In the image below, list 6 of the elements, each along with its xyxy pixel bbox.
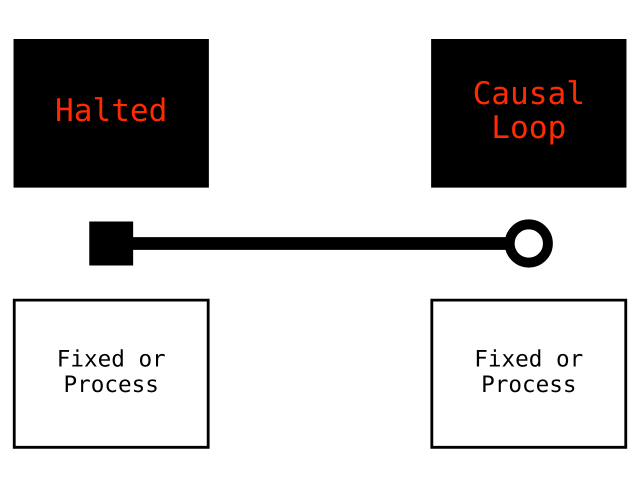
node-box: Halted (14, 38, 209, 188)
node-box: Fixed or Process (12, 298, 210, 448)
node-box: Fixed or Process (430, 298, 628, 448)
node-circle (504, 218, 553, 268)
node-box: Causal Loop (431, 38, 626, 188)
node-box (89, 221, 134, 265)
